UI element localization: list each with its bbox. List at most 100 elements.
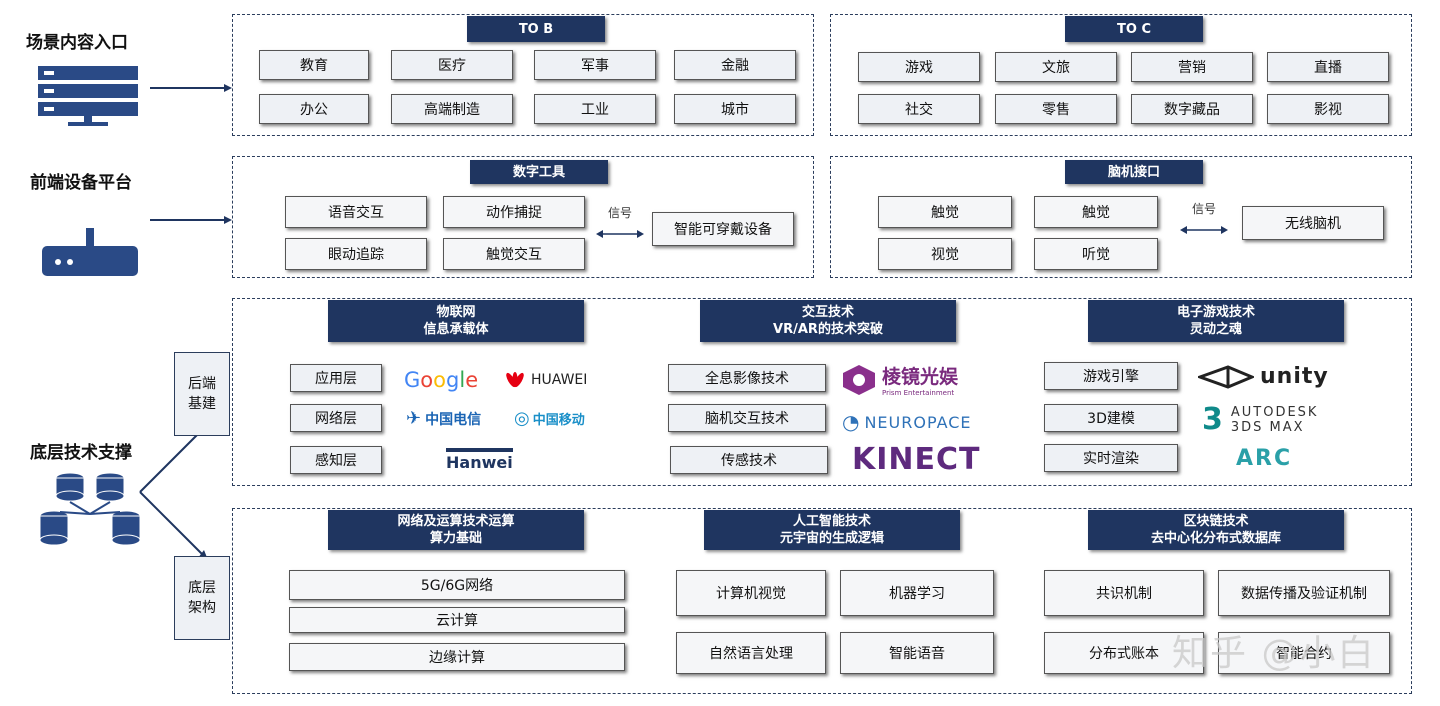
- digital-tool-item: 动作捕捉: [443, 196, 585, 228]
- database-icon: [39, 470, 141, 550]
- headset-panel: [830, 156, 1412, 278]
- tob-item: 教育: [259, 50, 369, 80]
- router-icon: [42, 226, 138, 278]
- gaming-title: 电子游戏技术: [1176, 305, 1255, 320]
- network-item: 边缘计算: [289, 643, 625, 671]
- ai-item: 智能语音: [840, 632, 994, 674]
- autodesk-text: AUTODESK: [1230, 404, 1319, 420]
- china-mobile-text: 中国移动: [532, 413, 585, 428]
- kinect-logo: KINECT: [852, 442, 981, 477]
- blockchain-item: 分布式账本: [1044, 632, 1204, 674]
- blockchain-item: 数据传播及验证机制: [1218, 570, 1390, 616]
- gaming-item: 3D建模: [1044, 404, 1178, 432]
- gaming-subtitle: 灵动之魂: [1189, 322, 1242, 337]
- headset-title: 脑机接口: [1065, 160, 1203, 184]
- prism-cn: 棱镜光娱: [882, 366, 959, 388]
- gaming-item: 实时渲染: [1044, 444, 1178, 472]
- blockchain-title: 区块链技术: [1183, 514, 1249, 529]
- tob-item: 高端制造: [391, 94, 513, 124]
- iot-layer: 应用层: [290, 364, 382, 392]
- ai-item: 机器学习: [840, 570, 994, 616]
- device-label: 前端设备平台: [30, 173, 132, 193]
- toc-item: 文旅: [995, 52, 1117, 82]
- backend-panel: [232, 298, 1412, 486]
- network-title: 网络及运算技术运算: [397, 514, 515, 529]
- 3dsmax-text: 3DS MAX: [1230, 419, 1305, 435]
- headset-item: 触觉: [878, 196, 1012, 228]
- toc-item: 游戏: [858, 52, 980, 82]
- tob-item: 医疗: [391, 50, 513, 80]
- tob-title: TO B: [467, 16, 605, 42]
- tob-item: 城市: [674, 94, 796, 124]
- watermark: 知乎 @小白: [1172, 633, 1376, 674]
- iot-title: 物联网: [436, 305, 476, 320]
- headset-item: 视觉: [878, 238, 1012, 270]
- autodesk-logo: 3 AUTODESK 3DS MAX: [1202, 402, 1319, 437]
- prism-logo: 棱镜光娱 Prism Entertainment: [842, 362, 958, 397]
- branch-arrows-icon: [134, 420, 214, 570]
- network-subtitle: 算力基础: [429, 531, 482, 546]
- interaction-item: 脑机交互技术: [668, 404, 826, 432]
- blockchain-header: 区块链技术 去中心化分布式数据库: [1088, 510, 1344, 550]
- ai-item: 计算机视觉: [676, 570, 826, 616]
- huawei-text: HUAWEI: [531, 372, 588, 388]
- digital-tool-item: 语音交互: [285, 196, 427, 228]
- tob-panel: [232, 14, 814, 136]
- gaming-item: 游戏引擎: [1044, 362, 1178, 390]
- signal-label: 信号: [607, 206, 632, 220]
- gaming-header: 电子游戏技术 灵动之魂: [1088, 300, 1344, 342]
- wearable-target: 智能可穿戴设备: [652, 212, 794, 246]
- backend-line-1: 后端: [188, 376, 216, 392]
- iot-layer: 感知层: [290, 446, 382, 474]
- arrow-icon: [150, 78, 232, 92]
- iot-subtitle: 信息承载体: [423, 322, 489, 337]
- interaction-item: 全息影像技术: [668, 364, 826, 392]
- huawei-logo: HUAWEI: [502, 371, 587, 389]
- network-item: 5G/6G网络: [289, 570, 625, 600]
- digital-tools-panel: [232, 156, 814, 278]
- digital-tool-item: 眼动追踪: [285, 238, 427, 270]
- toc-item: 零售: [995, 94, 1117, 124]
- scene-label: 场景内容入口: [26, 33, 128, 53]
- tech-label: 底层技术支撑: [30, 443, 132, 463]
- blockchain-item: 共识机制: [1044, 570, 1204, 616]
- tob-item: 金融: [674, 50, 796, 80]
- bottom-panel: [232, 508, 1412, 694]
- china-mobile-logo: ◎ 中国移动: [514, 408, 585, 429]
- china-telecom-logo: ✈ 中国电信: [406, 408, 482, 429]
- unity-logo: unity: [1198, 364, 1329, 389]
- toc-panel: [830, 14, 1412, 136]
- network-header: 网络及运算技术运算 算力基础: [328, 510, 584, 550]
- bottom-arch-box: 底层 架构: [174, 556, 230, 640]
- toc-title: TO C: [1065, 16, 1203, 42]
- backend-line-2: 基建: [188, 396, 216, 412]
- backend-infra-box: 后端 基建: [174, 352, 230, 436]
- toc-item: 社交: [858, 94, 980, 124]
- prism-en: Prism Entertainment: [882, 389, 955, 397]
- unity-text: unity: [1260, 364, 1329, 389]
- ai-subtitle: 元宇宙的生成逻辑: [779, 531, 884, 546]
- digital-tools-title: 数字工具: [470, 160, 608, 184]
- hanwei-logo: Hanwei: [446, 448, 513, 472]
- neuropace-text: NEUROPACE: [864, 412, 972, 432]
- blockchain-item: 智能合约: [1218, 632, 1390, 674]
- headset-item: 触觉: [1034, 196, 1158, 228]
- ai-header: 人工智能技术 元宇宙的生成逻辑: [704, 510, 960, 550]
- toc-item: 直播: [1267, 52, 1389, 82]
- neuropace-logo: ◔ NEUROPACE: [842, 410, 972, 434]
- bottom-line-1: 底层: [188, 580, 216, 596]
- network-item: 云计算: [289, 607, 625, 633]
- toc-item: 影视: [1267, 94, 1389, 124]
- toc-item: 数字藏品: [1131, 94, 1253, 124]
- bidirectional-arrow-icon: [1180, 220, 1228, 234]
- ai-title: 人工智能技术: [792, 514, 871, 529]
- bidirectional-arrow-icon: [596, 224, 644, 238]
- interaction-item: 传感技术: [670, 446, 828, 474]
- iot-layer: 网络层: [290, 404, 382, 432]
- arrow-icon: [150, 210, 232, 224]
- china-telecom-text: 中国电信: [425, 411, 482, 428]
- interaction-subtitle: VR/AR的技术突破: [773, 322, 883, 337]
- bottom-line-2: 架构: [188, 600, 216, 616]
- server-icon: [38, 64, 138, 128]
